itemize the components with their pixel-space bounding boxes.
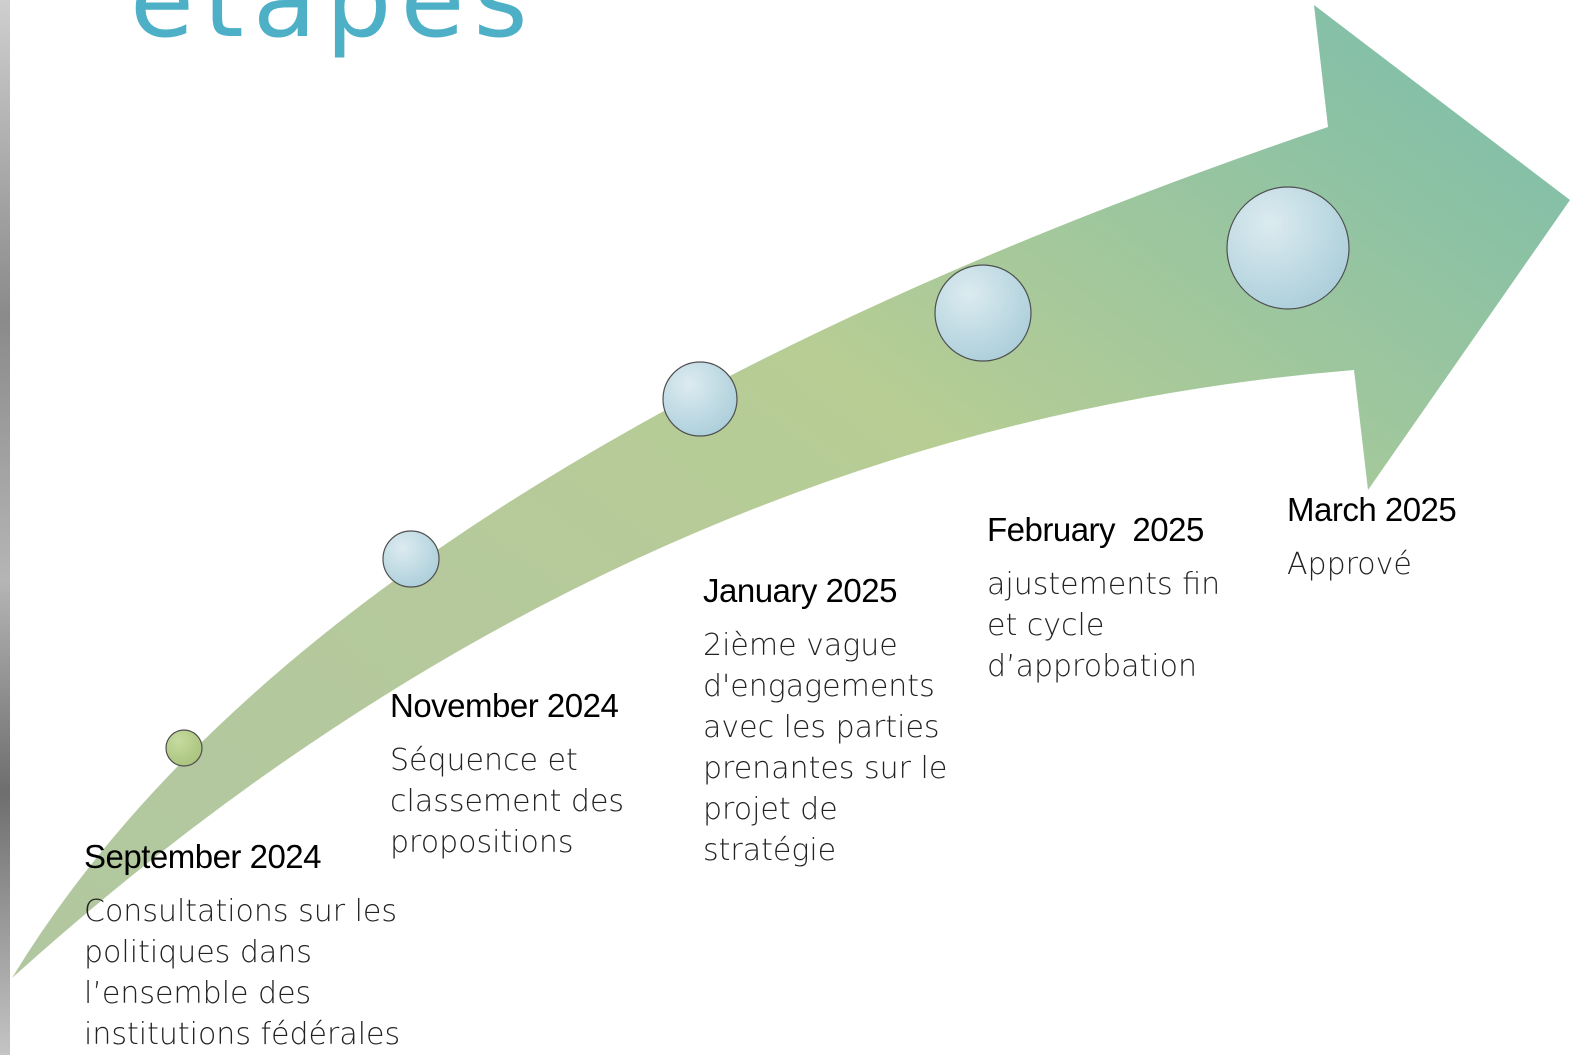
milestone-date: March 2025 (1287, 491, 1457, 528)
milestone-description: Consultations sur les politiques dans l’… (84, 894, 401, 1052)
milestone-date: February 2025 (987, 511, 1204, 548)
background-photo-strip (0, 0, 10, 1055)
milestone-january-2025: January 2025 2ième vague d'engagements a… (703, 571, 947, 871)
milestone-november-2024: November 2024 Séquence et classement des… (390, 686, 624, 863)
milestone-marker-2 (382, 530, 440, 588)
page-title: étapes (130, 0, 537, 61)
milestone-date: September 2024 (84, 838, 322, 875)
arrow-shape (12, 5, 1570, 978)
milestone-date: November 2024 (390, 687, 619, 724)
milestone-september-2024: September 2024 Consultations sur les pol… (84, 837, 400, 1055)
milestone-february-2025: February 2025 ajustements fin et cycle d… (987, 510, 1220, 687)
milestone-description: ajustements fin et cycle d’approbation (987, 567, 1221, 684)
milestone-marker-4 (934, 264, 1032, 362)
milestone-march-2025: March 2025 Apprové (1287, 490, 1457, 585)
milestone-description: Apprové (1287, 547, 1412, 582)
milestone-description: 2ième vague d'engagements avec les parti… (703, 628, 948, 868)
milestone-marker-3 (662, 361, 738, 437)
milestone-marker-5 (1226, 186, 1350, 310)
milestone-date: January 2025 (703, 572, 897, 609)
milestone-marker-1 (165, 729, 203, 767)
milestone-description: Séquence et classement des propositions (390, 743, 625, 860)
